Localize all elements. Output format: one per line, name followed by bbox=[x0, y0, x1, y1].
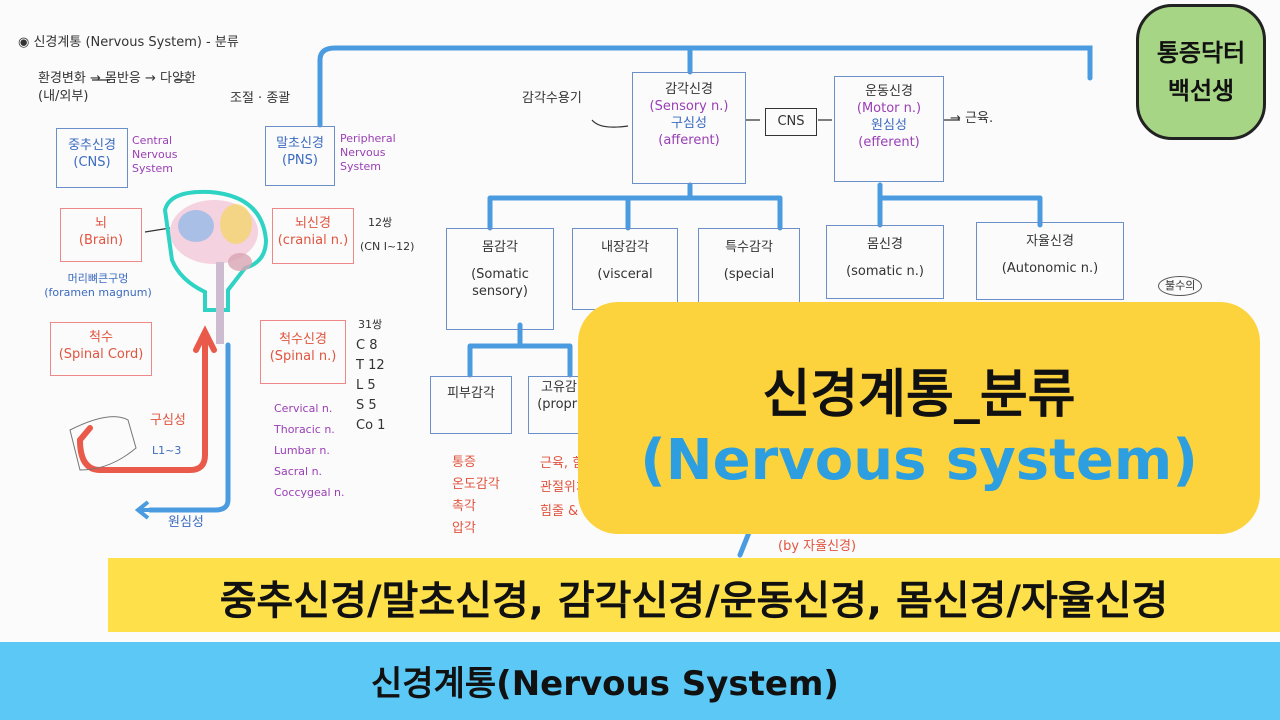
visceral-box: 내장감각 (visceral bbox=[572, 228, 678, 310]
receptor-label: 감각수용기 bbox=[522, 91, 582, 106]
by-autonomic-label: (by 자율신경) bbox=[778, 539, 857, 554]
spinal-cord-box: 척수 (Spinal Cord) bbox=[50, 322, 152, 376]
foramen-magnum-label: 머리뼈큰구멍(foramen magnum) bbox=[44, 272, 152, 299]
brain-box: 뇌 (Brain) bbox=[60, 208, 142, 262]
spinal-count: 31쌍 bbox=[358, 318, 383, 331]
somatic-nerve-box: 몸신경 (somatic n.) bbox=[826, 225, 944, 299]
title-card: 신경계통_분류 (Nervous system) bbox=[578, 302, 1260, 534]
special-sense-box: 특수감각 (special bbox=[698, 228, 800, 310]
motor-nerve-box: 운동신경 (Motor n.) 원심성 (efferent) bbox=[834, 76, 944, 182]
badge-line1: 통증닥터 bbox=[1156, 39, 1246, 67]
notes-line1b: 조절 · 종괄 bbox=[230, 91, 291, 106]
cns-box: 중추신경 (CNS) bbox=[56, 128, 128, 188]
afferent-label: 구심성 bbox=[150, 413, 186, 428]
subtitle-text: 중추신경/말초신경, 감각신경/운동신경, 몸신경/자율신경 bbox=[219, 578, 1169, 624]
autonomic-nerve-box: 자율신경 (Autonomic n.) bbox=[976, 222, 1124, 300]
subtitle-bar: 중추신경/말초신경, 감각신경/운동신경, 몸신경/자율신경 bbox=[108, 558, 1280, 632]
notes-line1c: (내/외부) bbox=[38, 89, 89, 104]
pns-box-abbr: (PNS) bbox=[282, 153, 318, 168]
title-english: (Nervous system) bbox=[640, 428, 1198, 493]
spinal-regions: Cervical n.Thoracic n.Lumbar n.Sacral n.… bbox=[274, 402, 345, 499]
spinal-nerve-box: 척수신경 (Spinal n.) bbox=[260, 320, 346, 384]
muscle-label: → 근육. bbox=[950, 111, 994, 126]
involuntary-label: 불수의 bbox=[1158, 276, 1203, 296]
sensory-nerve-box: 감각신경 (Sensory n.) 구심성 (afferent) bbox=[632, 72, 746, 184]
pns-box-label: 말초신경 bbox=[276, 136, 324, 151]
cranial-nerve-box: 뇌신경 (cranial n.) bbox=[272, 208, 354, 264]
cns-small-box: CNS bbox=[765, 108, 817, 136]
title-korean: 신경계통_분류 bbox=[762, 365, 1076, 425]
cranial-range: (CN I~12) bbox=[360, 240, 415, 253]
cranial-count: 12쌍 bbox=[368, 216, 393, 229]
bottom-title-text: 신경계통(Nervous System) bbox=[371, 664, 839, 704]
efferent-label: 원심성 bbox=[168, 515, 204, 530]
notes-line1: 환경변화 → 몸반응 → 다양한 bbox=[38, 71, 196, 86]
channel-badge: 통증닥터 백선생 bbox=[1136, 4, 1266, 140]
badge-line2: 백선생 bbox=[1167, 77, 1235, 105]
notes-header: ◉ 신경계통 (Nervous System) - 분류 bbox=[18, 35, 239, 50]
bottom-title-bar: 신경계통(Nervous System) bbox=[0, 642, 1280, 720]
somatic-sensory-box: 몸감각 (Somatic sensory) bbox=[446, 228, 554, 330]
pns-box: 말초신경 (PNS) bbox=[265, 126, 335, 186]
skin-sense-box: 피부감각 bbox=[430, 376, 512, 434]
cns-box-label: 중추신경 bbox=[68, 138, 116, 153]
afferent-sub: L1~3 bbox=[152, 444, 182, 457]
cns-box-abbr: (CNS) bbox=[73, 155, 111, 170]
